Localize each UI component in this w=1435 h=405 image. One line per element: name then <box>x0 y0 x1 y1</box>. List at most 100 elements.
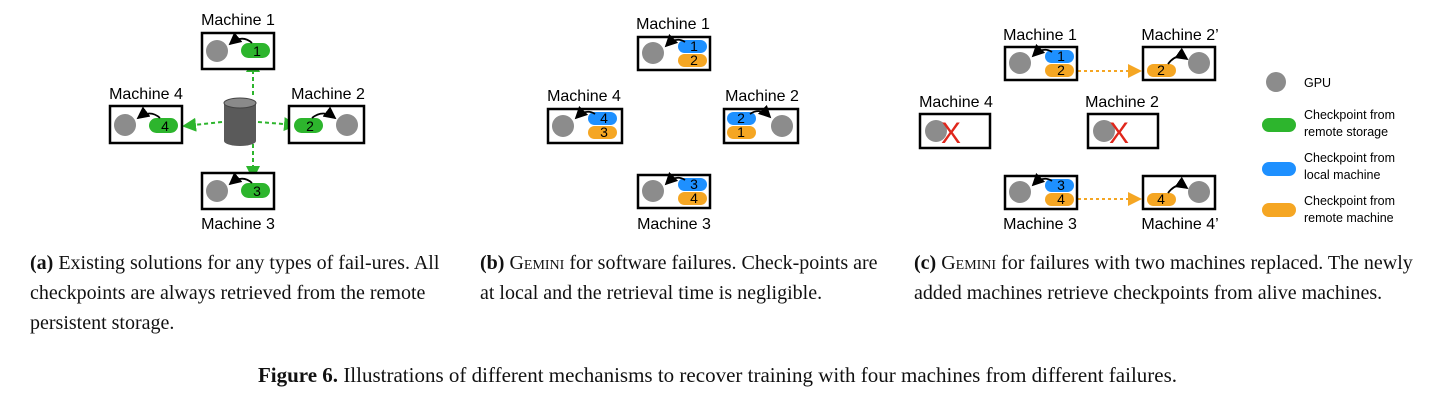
legend-remote-storage-line2: remote storage <box>1304 125 1388 139</box>
checkpoint-pill-remote <box>588 126 617 139</box>
pill-number: 2 <box>1157 62 1165 78</box>
checkpoint-pill-remote <box>1147 64 1176 77</box>
panel-b-machine2-label: Machine 2 <box>725 88 799 105</box>
panel-c: Machine 1 1 2 Machine 2’ 2 Machine 4 X M… <box>918 27 1219 233</box>
gpu-icon <box>206 180 228 202</box>
checkpoint-pill-remote <box>678 54 707 67</box>
pill-number: 1 <box>737 124 745 140</box>
load-arrow <box>574 105 596 120</box>
panel-a-machine4-label: Machine 4 <box>109 86 183 103</box>
load-arrow <box>749 104 772 119</box>
caption-a-text: Existing solutions for any types of fail… <box>30 252 440 334</box>
gpu-icon <box>642 42 664 64</box>
legend-local-machine-line2: local machine <box>1304 168 1380 182</box>
gpu-icon <box>206 40 228 62</box>
caption-c-tag: (c) <box>914 252 937 274</box>
panel-c-machine4-label: Machine 4 <box>919 94 993 111</box>
checkpoint-pill-local <box>678 178 707 191</box>
load-arrow <box>1031 43 1053 58</box>
load-arrow <box>1031 172 1053 187</box>
pill-number: 3 <box>1057 177 1065 193</box>
panel-c-machine2p-label: Machine 2’ <box>1141 27 1218 44</box>
figure-diagram: Machine 1 1 Machine 4 4 Machine 2 2 3 Ma… <box>108 12 1395 233</box>
checkpoint-pill-remote <box>1045 193 1074 206</box>
pill-number: 1 <box>253 43 261 59</box>
load-arrow <box>1167 47 1189 65</box>
legend-remote-machine-line2: remote machine <box>1304 211 1394 225</box>
checkpoint-pill <box>294 118 323 133</box>
failed-x-icon: X <box>1109 117 1129 150</box>
gpu-icon <box>114 114 136 136</box>
panel-a-machine2-label: Machine 2 <box>291 86 365 103</box>
pill-number: 4 <box>690 190 698 206</box>
gpu-icon <box>1009 52 1031 74</box>
pill-number: 4 <box>600 110 608 126</box>
pill-number: 1 <box>690 38 698 54</box>
panel-a-machine3-label: Machine 3 <box>201 216 275 233</box>
caption-c-text: for failures with two machines replaced.… <box>914 252 1413 304</box>
pill-number: 3 <box>253 183 261 199</box>
gpu-icon <box>1009 181 1031 203</box>
checkpoint-pill-remote <box>678 192 707 205</box>
checkpoint-pill-remote <box>1045 64 1074 77</box>
caption-b: (b) Gemini for software failures. Check-… <box>480 248 880 308</box>
gpu-icon <box>925 120 947 142</box>
pill-number: 2 <box>306 118 314 134</box>
caption-c-system-name: Gemini <box>941 252 997 274</box>
legend-remote-storage-pill <box>1262 118 1296 132</box>
legend-remote-storage-line1: Checkpoint from <box>1304 108 1395 122</box>
pill-number: 3 <box>690 176 698 192</box>
legend-gpu-label: GPU <box>1304 76 1331 90</box>
panel-b-machine1-label: Machine 1 <box>636 16 710 33</box>
pill-number: 4 <box>161 118 169 134</box>
pill-number: 2 <box>737 110 745 126</box>
legend-local-machine-line1: Checkpoint from <box>1304 151 1395 165</box>
gpu-icon <box>642 180 664 202</box>
caption-c: (c) Gemini for failures with two machine… <box>914 248 1424 308</box>
figure-caption-label: Figure 6. <box>257 363 339 387</box>
gpu-icon <box>1093 120 1115 142</box>
panel-c-machine1-label: Machine 1 <box>1003 27 1077 44</box>
checkpoint-pill-local <box>1045 179 1074 192</box>
gpu-icon <box>771 115 793 137</box>
panel-c-machine2-label: Machine 2 <box>1085 94 1159 111</box>
checkpoint-pill-remote <box>727 126 756 139</box>
checkpoint-pill-local <box>678 40 707 53</box>
caption-a-tag: (a) <box>30 252 54 274</box>
remote-storage-icon <box>223 97 257 146</box>
panel-c-machine3-label: Machine 3 <box>1003 216 1077 233</box>
pill-number: 3 <box>600 124 608 140</box>
pill-number: 4 <box>1057 191 1065 207</box>
load-arrow <box>311 106 337 120</box>
load-arrow <box>228 172 253 186</box>
gpu-icon <box>1188 181 1210 203</box>
pill-number: 2 <box>690 52 698 68</box>
legend-local-machine-pill <box>1262 162 1296 176</box>
checkpoint-pill-local <box>1045 50 1074 63</box>
figure-caption: Figure 6. Illustrations of different mec… <box>0 363 1435 388</box>
gpu-icon <box>336 114 358 136</box>
checkpoint-pill-local <box>727 112 756 125</box>
checkpoint-pill <box>241 43 270 58</box>
caption-b-tag: (b) <box>480 252 505 274</box>
legend-remote-machine-line1: Checkpoint from <box>1304 194 1395 208</box>
load-arrow <box>664 171 686 186</box>
figure-caption-text: Illustrations of different mechanisms to… <box>338 363 1178 387</box>
checkpoint-pill-remote <box>1147 193 1176 206</box>
checkpoint-pill <box>241 183 270 198</box>
gpu-icon <box>552 115 574 137</box>
checkpoint-pill <box>149 118 178 133</box>
legend: GPU Checkpoint from remote storage Check… <box>1262 72 1395 225</box>
load-arrow <box>136 106 161 120</box>
gpu-icon <box>1188 52 1210 74</box>
pill-number: 2 <box>1057 62 1065 78</box>
checkpoint-pill-local <box>588 112 617 125</box>
load-arrow <box>228 32 253 46</box>
caption-a: (a) Existing solutions for any types of … <box>30 248 460 338</box>
caption-b-system-name: Gemini <box>509 252 565 274</box>
load-arrow <box>664 33 686 48</box>
caption-b-text: for software failures. Check-points are … <box>480 252 878 304</box>
panel-a: Machine 1 1 Machine 4 4 Machine 2 2 3 Ma… <box>108 12 366 233</box>
panel-b-machine3-label: Machine 3 <box>637 216 711 233</box>
pill-number: 4 <box>1157 191 1165 207</box>
